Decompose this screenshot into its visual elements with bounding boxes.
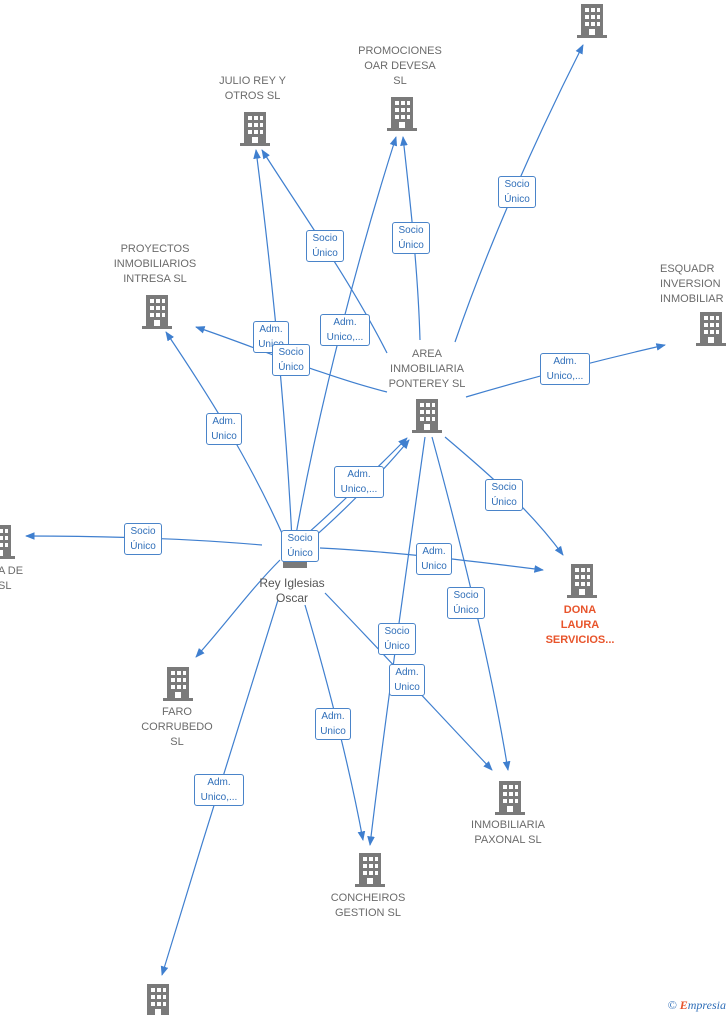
edge-label-adm: Adm. Unico,...: [320, 314, 370, 346]
brand-initial: E: [679, 998, 688, 1012]
brand-name: mpresia: [687, 998, 726, 1012]
node-proyectos-label[interactable]: PROYECTOS INMOBILIARIOS INTRESA SL: [113, 243, 197, 285]
building-faro-icon: [163, 667, 193, 701]
edge-label-socio: Socio Único: [485, 479, 523, 511]
building-julio-icon: [240, 112, 270, 146]
building-concheiros-icon: [355, 853, 385, 887]
edge-label-socio: Socio Único: [124, 523, 162, 555]
node-left-label[interactable]: A DE SL: [0, 565, 24, 592]
copyright-icon: ©: [667, 998, 677, 1012]
node-promociones-label[interactable]: PROMOCIONES OAR DEVESA SL: [358, 45, 442, 87]
node-julio-label[interactable]: JULIO REY Y OTROS SL: [219, 75, 286, 102]
node-concheiros-label[interactable]: CONCHEIROS GESTION SL: [330, 892, 406, 919]
edge-label-adm: Adm. Unico: [416, 543, 452, 575]
edge-label-socio: Socio Único: [378, 623, 416, 655]
building-paxonal-icon: [495, 781, 525, 815]
node-esquadra-label[interactable]: ESQUADR INVERSION INMOBILIAR: [660, 263, 724, 305]
edge-label-adm: Adm. Unico,...: [194, 774, 244, 806]
edge-label-adm: Adm. Unico: [206, 413, 242, 445]
edge-label-socio: Socio Único: [306, 230, 344, 262]
person-name-label[interactable]: Rey Iglesias Oscar: [259, 576, 325, 605]
edge-label-socio: Socio Único: [272, 344, 310, 376]
building-esquadra-icon: [696, 312, 726, 346]
node-paxonal-label[interactable]: INMOBILIARIA PAXONAL SL: [471, 819, 545, 846]
person-icon: [283, 560, 307, 568]
edge-label-adm: Adm. Unico,...: [334, 466, 384, 498]
node-dona-laura-label[interactable]: DONA LAURA SERVICIOS...: [545, 604, 615, 646]
building-promociones-icon: [387, 97, 417, 131]
node-faro-label[interactable]: FARO CORRUBEDO SL: [141, 706, 213, 748]
edge-label-socio: Socio Único: [447, 587, 485, 619]
edge-label-adm: Adm. Unico: [389, 664, 425, 696]
edge-label-socio: Socio Único: [498, 176, 536, 208]
building-area-icon: [412, 399, 442, 433]
building-dona-laura-icon: [567, 564, 597, 598]
edge-label-socio: Socio Único: [392, 222, 430, 254]
building-bottom-icon: [143, 984, 173, 1015]
brand-watermark: © Empresia: [668, 998, 726, 1013]
building-proyectos-icon: [142, 295, 172, 329]
building-left-icon: [0, 525, 15, 559]
node-area-label[interactable]: AREA INMOBILIARIA PONTEREY SL: [388, 348, 466, 390]
building-top-right-icon: [577, 4, 607, 38]
edge-label-adm: Adm. Unico: [315, 708, 351, 740]
edge-person-faro: [195, 559, 281, 658]
edge-label-adm: Adm. Unico,...: [540, 353, 590, 385]
edge-label-socio: Socio Único: [281, 530, 319, 562]
